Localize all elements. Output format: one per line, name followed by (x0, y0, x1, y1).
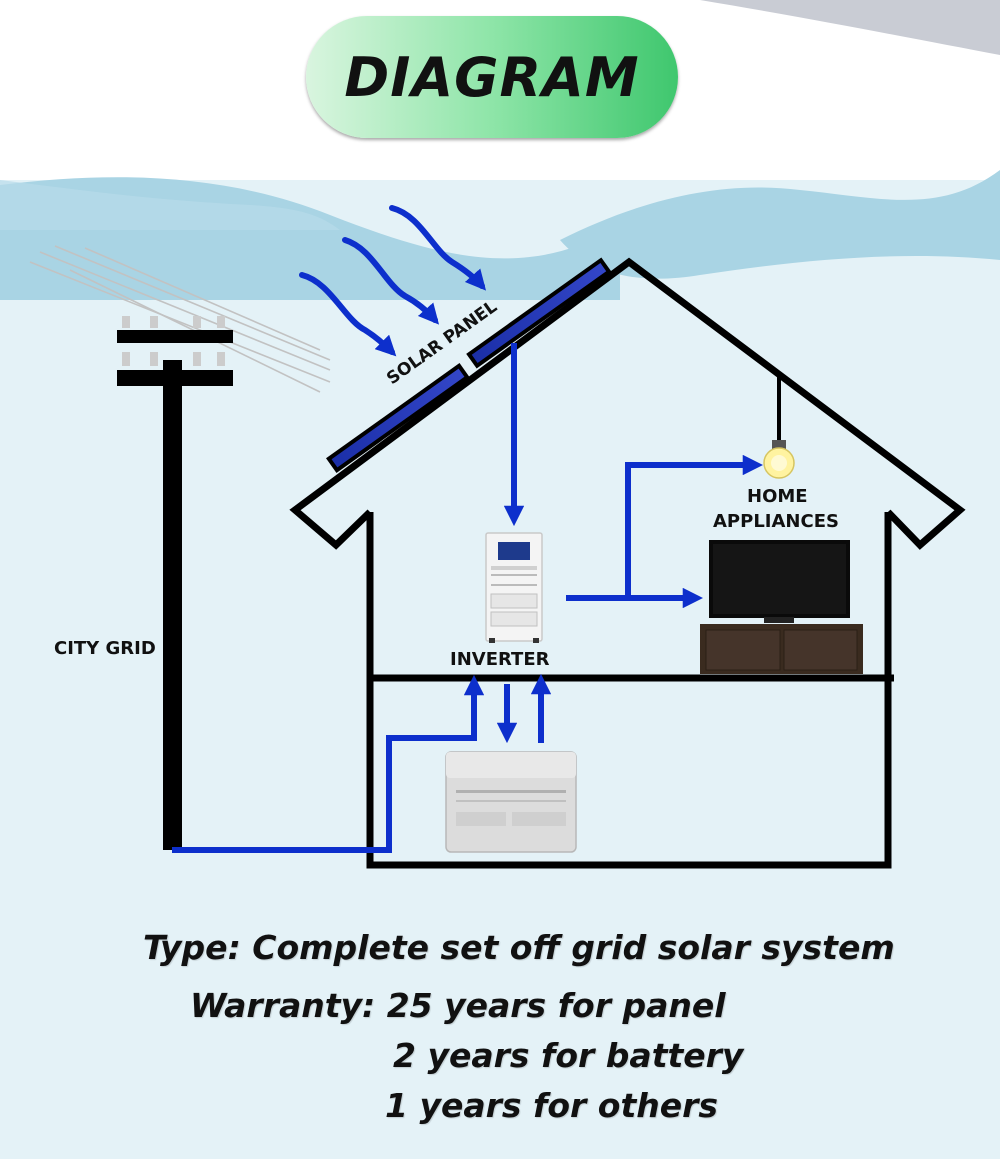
grid-to-inverter-arrow (172, 674, 485, 853)
house-outline (289, 257, 966, 869)
page-title: DIAGRAM (344, 45, 640, 109)
utility-pole (117, 316, 233, 850)
home-appliances-label-line1: HOME (747, 486, 808, 507)
sun-ray-3 (389, 205, 487, 291)
sky-wave-top (0, 180, 340, 230)
sun-ray-1 (299, 272, 397, 357)
top-corner-shape (700, 0, 1000, 55)
television (709, 540, 850, 623)
sun-rays (299, 205, 487, 357)
warranty-line-2: 2 years for battery (393, 1036, 744, 1075)
inverter-cabinet (485, 532, 543, 643)
warranty-line-1: Warranty: 25 years for panel (190, 986, 726, 1025)
sky-wave-right (560, 170, 1000, 279)
title-banner: DIAGRAM (306, 16, 678, 138)
battery (445, 751, 577, 853)
warranty-line-3: 1 years for others (385, 1086, 719, 1125)
energy-flows (172, 343, 764, 853)
city-grid-label: CITY GRID (54, 638, 156, 659)
inverter-label: INVERTER (450, 649, 550, 670)
home-appliances-label-line2: APPLIANCES (713, 511, 839, 532)
sun-ray-2 (342, 237, 440, 325)
light-bulb (763, 377, 795, 479)
tv-cabinet (700, 624, 863, 674)
power-lines (29, 245, 331, 393)
inverter-to-bulb-arrow (625, 454, 764, 598)
solar-panel-array (326, 257, 612, 473)
type-line: Type: Complete set off grid solar system (143, 928, 895, 967)
